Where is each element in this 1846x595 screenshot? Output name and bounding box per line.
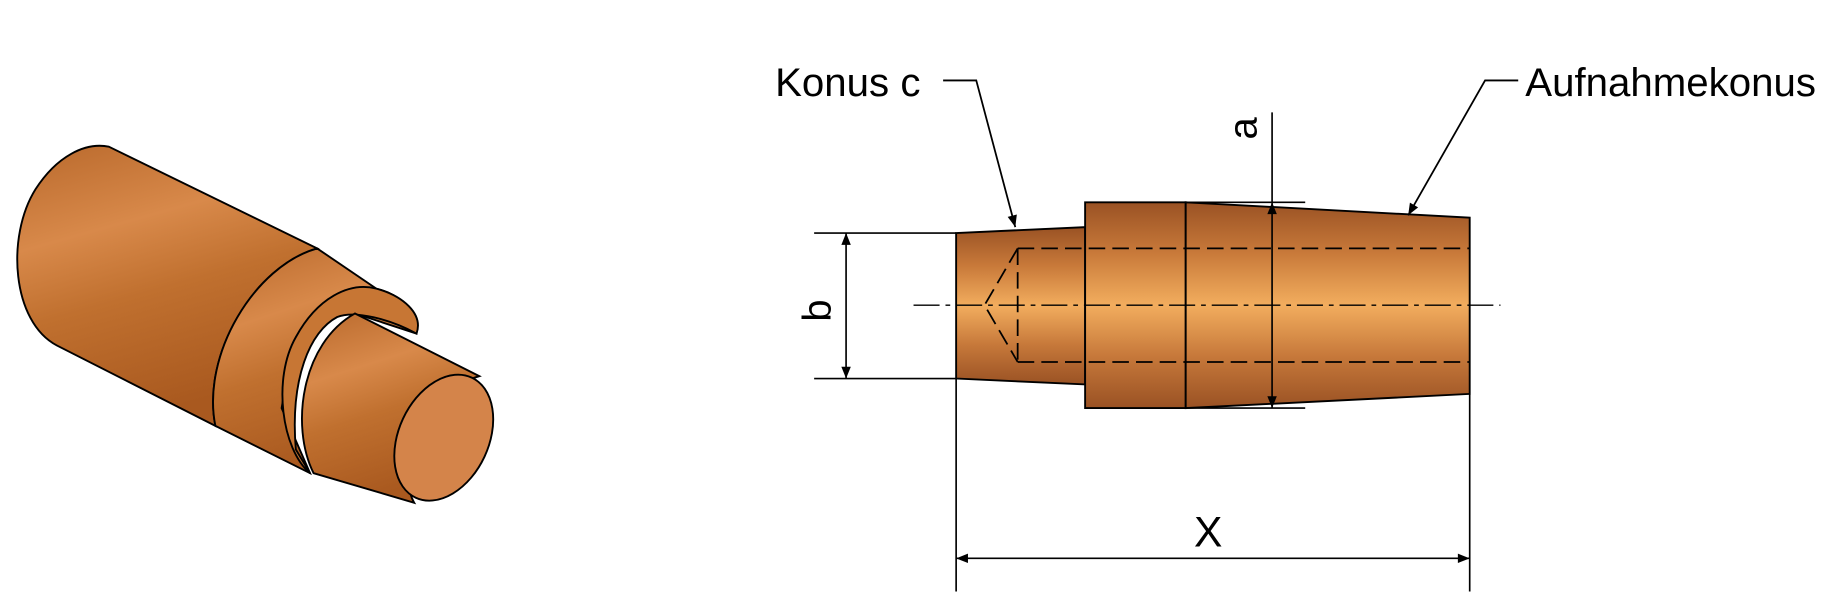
collar-face — [281, 286, 419, 474]
cone-c-leader — [943, 79, 1017, 228]
small-cylinder-end-face — [393, 373, 495, 502]
mounting-cone-leader — [1407, 79, 1519, 216]
dimension-x-label: X — [1194, 509, 1222, 557]
dimension-b-label: b — [795, 299, 840, 321]
dimension-a — [1185, 112, 1306, 409]
dimension-a-label: a — [1221, 117, 1266, 140]
dimension-x — [955, 378, 1471, 592]
cone-c-label: Konus c — [775, 60, 920, 105]
mounting-cone-label: Aufnahmekonus — [1525, 60, 1816, 105]
dimension-b — [814, 232, 957, 380]
isometric-part-view — [16, 144, 495, 505]
